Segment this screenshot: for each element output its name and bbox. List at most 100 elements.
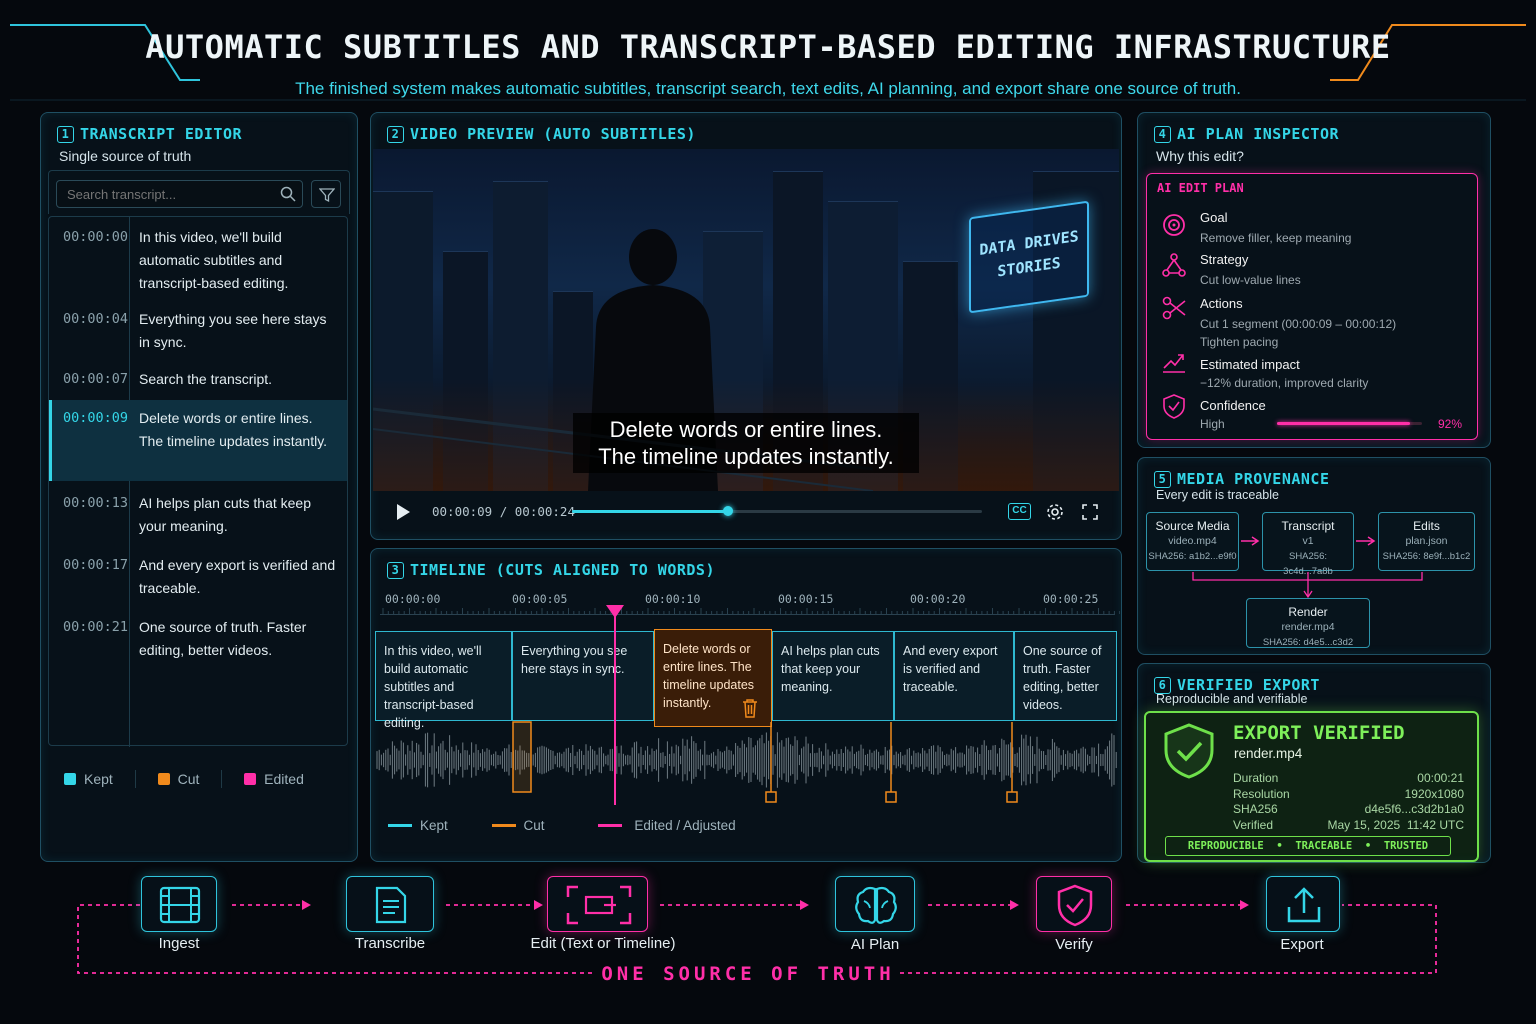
progress-track[interactable] — [572, 506, 982, 516]
timeline-segment-cut[interactable]: Delete words or entire lines. The timeli… — [654, 629, 772, 727]
pipeline-label: Verify — [1055, 936, 1093, 953]
timeline-segment[interactable]: Everything you see here stays in sync. — [512, 631, 654, 721]
export-row-label: SHA256 — [1233, 802, 1278, 816]
provenance-panel-subtitle: Every edit is traceable — [1156, 488, 1279, 502]
row-text: In this video, we'll build automatic sub… — [139, 229, 289, 291]
panel-number: 2 — [387, 126, 404, 143]
legend-cut: Cut — [523, 818, 545, 833]
panel-title-text: TIMELINE (CUTS ALIGNED TO WORDS) — [410, 561, 715, 579]
pipeline-connectors — [77, 900, 1437, 974]
play-icon[interactable] — [395, 503, 411, 521]
edit-frame-icon — [566, 885, 632, 925]
row-text: AI helps plan cuts that keep your meanin… — [139, 495, 311, 534]
export-row-value: 1920x1080 — [1404, 787, 1464, 801]
row-time: 00:00:00 — [63, 229, 129, 245]
pipeline-export-node[interactable] — [1266, 876, 1340, 932]
upload-icon — [1287, 887, 1321, 923]
target-icon — [1163, 214, 1185, 236]
video-frame[interactable]: DATA DRIVES STORIES Delete words or enti… — [373, 149, 1119, 491]
item-detail: High — [1200, 417, 1225, 431]
search-input[interactable] — [56, 180, 303, 208]
pipeline-transcribe-node[interactable] — [346, 876, 434, 932]
row-text: Search the transcript. — [139, 371, 273, 387]
node-hash: SHA256: d4e5...c3d2 — [1262, 637, 1354, 648]
pipeline-edit-node[interactable] — [547, 876, 648, 932]
node-file: render.mp4 — [1281, 621, 1335, 633]
item-label: Estimated impact — [1200, 357, 1300, 372]
row-text: One source of truth. Faster editing, bet… — [139, 619, 307, 658]
search-icon[interactable] — [280, 186, 296, 202]
legend-edited: Edited / Adjusted — [634, 818, 736, 833]
confidence-bar-fill — [1277, 422, 1411, 425]
caption-line: Delete words or entire lines. — [609, 417, 883, 442]
item-detail: Cut 1 segment (00:00:09 – 00:00:12) — [1200, 317, 1397, 331]
node-file: plan.json — [1405, 535, 1448, 547]
settings-gear-icon[interactable] — [1046, 503, 1064, 521]
node-hash: SHA256: 3c4d...7a8b — [1283, 551, 1333, 577]
segment-text: Delete words or entire lines. The timeli… — [663, 642, 755, 710]
legend-cut: Cut — [177, 771, 200, 787]
pipeline-footer: ONE SOURCE OF TRUTH — [601, 963, 895, 985]
panel-number: 6 — [1154, 677, 1171, 694]
pipeline-ai-plan-node[interactable] — [835, 876, 915, 932]
export-row-label: Verified — [1233, 818, 1274, 832]
neon-sign: DATA DRIVES STORIES — [969, 200, 1089, 314]
confidence-value: 92% — [1438, 417, 1463, 431]
export-status: EXPORT VERIFIED — [1233, 722, 1405, 744]
waveform-track — [376, 605, 1120, 805]
item-detail: Tighten pacing — [1200, 335, 1279, 349]
node-hash: SHA256: a1b2...e9f0 — [1148, 551, 1237, 562]
tick-label: 00:00:25 — [1043, 592, 1099, 606]
cc-button[interactable]: CC — [1008, 503, 1031, 520]
timeline-segment[interactable]: One source of truth. Faster editing, bet… — [1014, 631, 1117, 721]
item-label: Goal — [1200, 210, 1228, 225]
search-area — [48, 170, 350, 214]
filter-button[interactable] — [311, 180, 341, 208]
brain-icon — [855, 886, 897, 924]
transcript-legend: Kept Cut Edited — [64, 770, 304, 788]
panel-title-text: AI PLAN INSPECTOR — [1177, 125, 1340, 143]
ai-edit-plan-title: AI EDIT PLAN — [1157, 181, 1244, 195]
timeline-segment[interactable]: And every export is verified and traceab… — [894, 631, 1014, 721]
panel-number: 3 — [387, 562, 404, 579]
transcript-list: 00:00:00 In this video, we'll build autom… — [48, 216, 348, 747]
node-hash: SHA256: 8e9f...b1c2 — [1382, 551, 1471, 562]
pipeline-verify-node[interactable] — [1036, 876, 1112, 932]
filter-icon — [319, 188, 335, 203]
node-title: Render — [1288, 605, 1328, 619]
timeline-segment[interactable]: In this video, we'll build automatic sub… — [375, 631, 512, 730]
timeline-segment[interactable]: AI helps plan cuts that keep your meanin… — [772, 631, 894, 721]
progress-knob[interactable] — [722, 506, 733, 516]
trash-icon[interactable] — [741, 698, 759, 718]
export-file: render.mp4 — [1234, 746, 1303, 761]
pipeline-label: Edit (Text or Timeline) — [530, 935, 676, 952]
legend-kept: Kept — [420, 818, 448, 833]
transcript-row[interactable]: 00:00:00 In this video, we'll build autom… — [49, 226, 347, 304]
ai-impact: Estimated impact−12% duration, improved … — [1200, 357, 1368, 392]
row-text: And every export is verified and traceab… — [139, 557, 336, 596]
panel-title-text: TRANSCRIPT EDITOR — [80, 125, 243, 143]
strategy-icon — [1162, 253, 1186, 277]
fullscreen-icon[interactable] — [1082, 504, 1098, 520]
pipeline-ingest-node[interactable] — [141, 876, 217, 932]
panel-title-text: VERIFIED EXPORT — [1177, 676, 1320, 694]
legend-kept: Kept — [84, 771, 113, 787]
confidence-bar-track — [1277, 422, 1422, 425]
